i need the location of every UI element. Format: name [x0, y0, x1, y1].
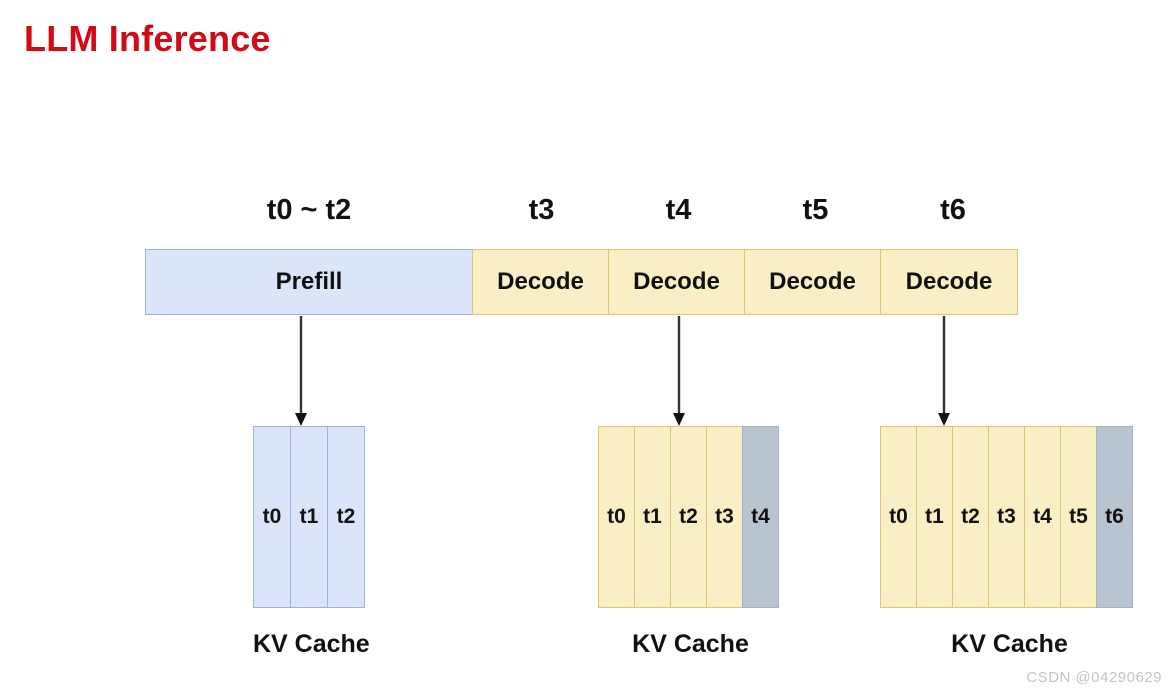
kv-cache-2-cell-t1: t1 — [634, 426, 671, 608]
arrow-decode-t4-to-cache-2 — [671, 316, 687, 426]
timeline-tick-0: t0 ~ t2 — [266, 194, 352, 226]
kv-cache-1-cell-t1: t1 — [290, 426, 328, 608]
kv-cache-3-cell-t4: t4 — [1024, 426, 1061, 608]
kv-cache-2-cell-t3: t3 — [706, 426, 743, 608]
kv-cache-3-cell-t1: t1 — [916, 426, 953, 608]
kv-cache-3-caption: KV Cache — [951, 630, 1068, 658]
phase-cell-decode-1: Decode — [472, 249, 609, 315]
page-title: LLM Inference — [24, 18, 271, 59]
arrow-decode-t6-to-cache-3 — [936, 316, 952, 426]
watermark: CSDN @04290629 — [1026, 669, 1162, 686]
kv-cache-1-cell-t0: t0 — [253, 426, 291, 608]
kv-cache-2-cell-t2: t2 — [670, 426, 707, 608]
kv-cache-3-cell-t0: t0 — [880, 426, 917, 608]
kv-cache-2-cell-t4: t4 — [742, 426, 779, 608]
kv-cache-1-caption: KV Cache — [253, 630, 370, 658]
timeline-tick-2: t4 — [665, 194, 692, 226]
timeline-tick-1: t3 — [528, 194, 555, 226]
timeline-tick-4: t6 — [940, 194, 966, 226]
timeline-tick-3: t5 — [802, 194, 829, 226]
kv-cache-2-cell-t0: t0 — [598, 426, 635, 608]
phase-cell-decode-3: Decode — [744, 249, 881, 315]
kv-cache-3-cell-t3: t3 — [988, 426, 1025, 608]
kv-cache-3-cell-t6: t6 — [1096, 426, 1133, 608]
phase-cell-prefill-0: Prefill — [145, 249, 473, 315]
kv-cache-3-cell-t2: t2 — [952, 426, 989, 608]
arrow-prefill-to-cache-1 — [293, 316, 309, 426]
kv-cache-2-caption: KV Cache — [632, 630, 749, 658]
phase-cell-decode-2: Decode — [608, 249, 745, 315]
kv-cache-1-cell-t2: t2 — [327, 426, 365, 608]
phase-cell-decode-4: Decode — [880, 249, 1018, 315]
kv-cache-3-cell-t5: t5 — [1060, 426, 1097, 608]
